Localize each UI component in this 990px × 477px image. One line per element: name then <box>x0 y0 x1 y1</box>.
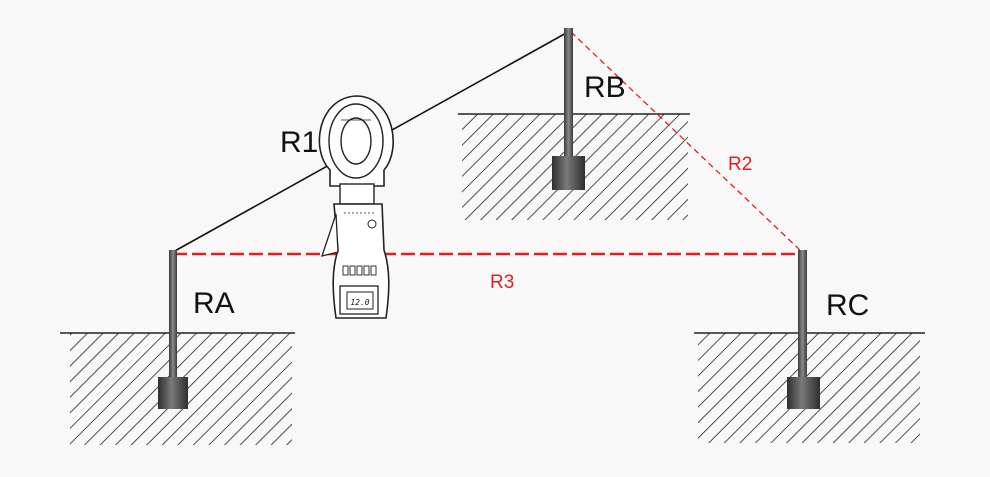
label-rc: RC <box>826 289 869 322</box>
label-rb: RB <box>584 71 626 104</box>
label-r2: R2 <box>728 154 752 175</box>
loop-line-r2 <box>570 31 803 253</box>
ground-rod-rb <box>552 28 585 190</box>
ground-rod-ra <box>158 250 188 409</box>
label-r1: R1 <box>280 126 318 159</box>
meter-display-value: 12.0 <box>350 298 369 307</box>
ground-rod-rc <box>787 250 820 409</box>
label-ra: RA <box>193 287 235 320</box>
label-r3: R3 <box>490 272 514 293</box>
clamp-meter: 12.0 <box>318 95 394 319</box>
